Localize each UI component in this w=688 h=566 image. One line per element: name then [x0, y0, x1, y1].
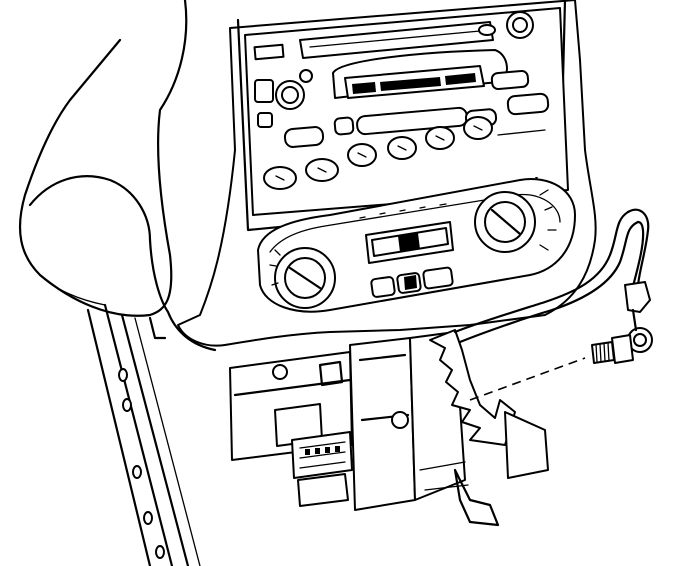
fan-knob [269, 247, 336, 309]
ring-terminal [624, 281, 651, 313]
defrost-button [422, 266, 454, 290]
preset-row [263, 116, 493, 190]
cassette-door [299, 21, 494, 59]
temperature-knob: ▾ [474, 175, 557, 253]
rail-hole [155, 545, 165, 559]
ac-button [370, 276, 396, 298]
bracket-bolt [391, 411, 409, 429]
radio-unit [244, 7, 569, 216]
left-trim-panel [18, 0, 217, 352]
ground-bolt [591, 334, 634, 364]
radio-button [333, 116, 355, 136]
radio-small-button [478, 24, 496, 36]
radio-side-button [254, 79, 274, 103]
ground-strap [453, 208, 653, 401]
rail-hole [143, 511, 153, 525]
rail-hole [118, 368, 128, 382]
locator-dashed-line [469, 357, 586, 401]
radio-side-button [257, 112, 273, 128]
climate-control-panel: ▾ [257, 175, 576, 313]
pillar-rail [86, 303, 201, 566]
tape-button [506, 92, 550, 116]
rail-hole [132, 465, 142, 479]
radio-button [283, 126, 325, 148]
seek-button [490, 69, 530, 91]
mounting-bracket [229, 351, 353, 507]
mode-slider [359, 203, 454, 264]
svg-text:▾: ▾ [535, 175, 538, 182]
harness-plug [297, 473, 349, 507]
eject-button [253, 43, 285, 61]
rail-hole [122, 398, 132, 412]
center-support [349, 329, 549, 527]
cutaway-edge [429, 329, 516, 446]
